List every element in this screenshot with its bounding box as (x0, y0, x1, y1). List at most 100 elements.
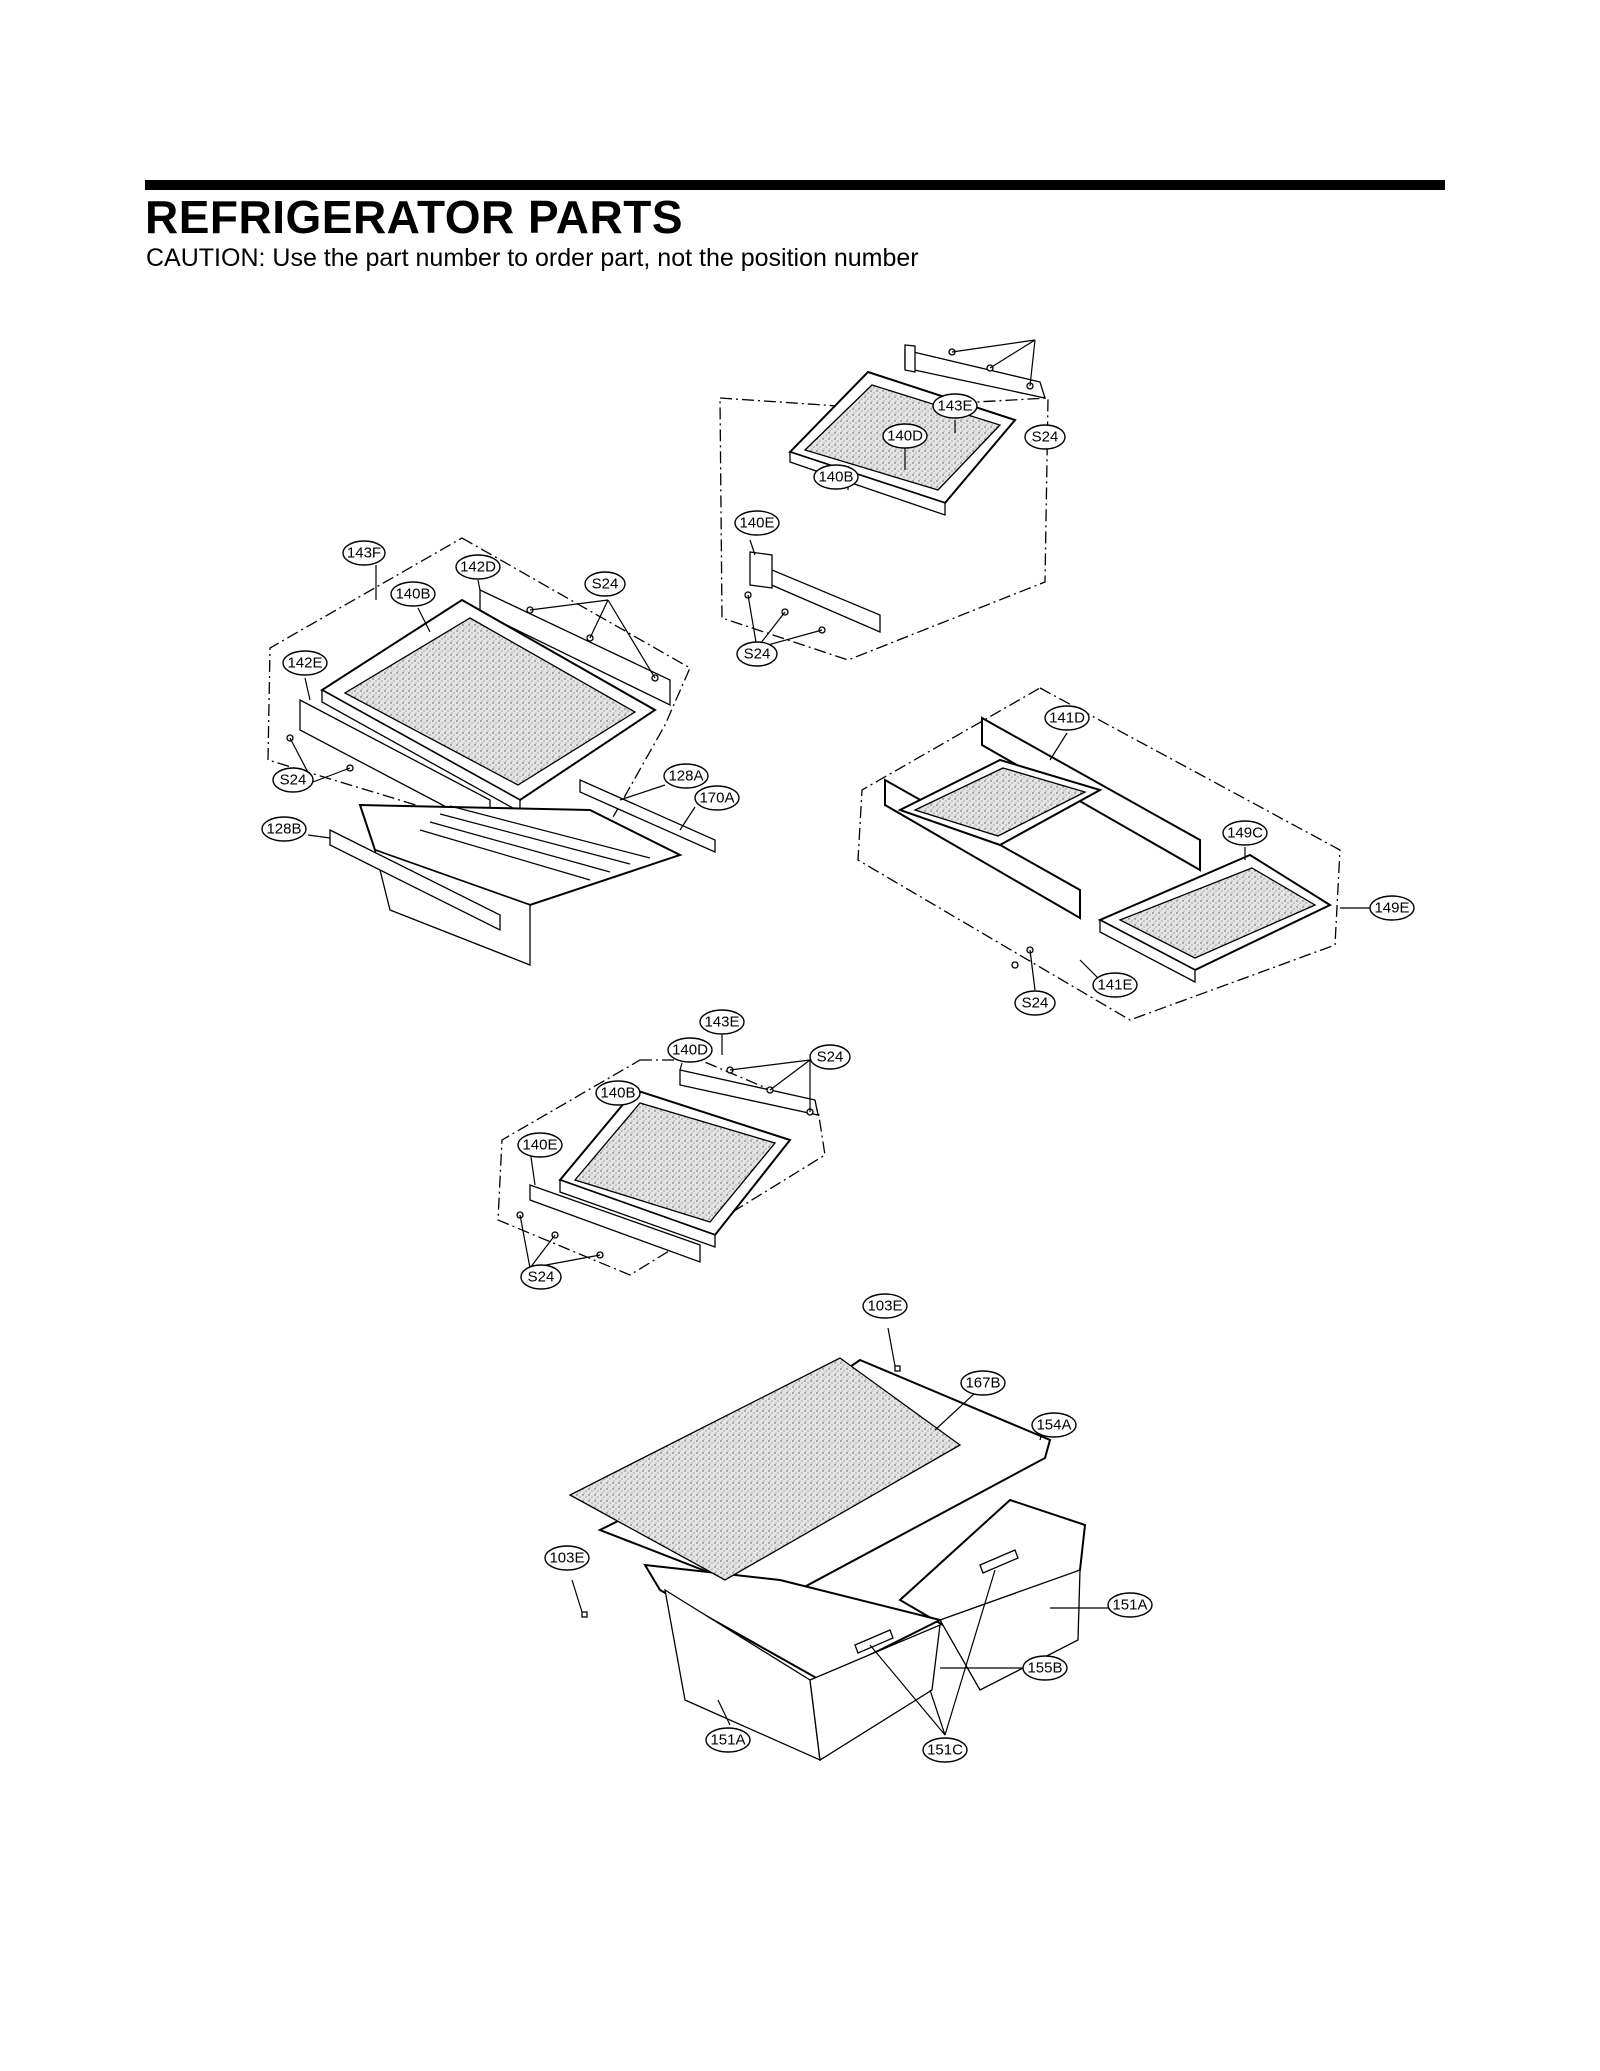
shelf-rail-140D (679, 1069, 819, 1116)
callout-label: 140D (887, 428, 923, 445)
callout-label: 140E (739, 515, 774, 532)
callout-140B: 140B (390, 581, 436, 607)
callout-140D: 140D (667, 1037, 713, 1063)
shelf-glass-140B (573, 1102, 777, 1223)
callout-label: 128B (266, 821, 301, 838)
callout-103E: 103E (544, 1545, 590, 1571)
callout-label: S24 (1032, 429, 1059, 446)
callout-label: S24 (744, 646, 771, 663)
shelf-assembly-149E (857, 687, 1370, 1021)
slide-rail-128A (579, 778, 716, 854)
callout-label: 140B (818, 469, 853, 486)
callout-143E: 143E (932, 393, 978, 419)
callout-label: 149C (1227, 825, 1263, 842)
callout-label: S24 (1022, 995, 1049, 1012)
callout-140E: 140E (734, 510, 780, 536)
shelf-assembly-143F (267, 537, 716, 966)
shelf-rail-140E (529, 1184, 701, 1263)
shelf-rail-142D (479, 588, 671, 707)
callout-151C: 151C (922, 1737, 968, 1763)
callout-S24: S24 (809, 1044, 851, 1070)
callout-label: 128A (668, 768, 703, 785)
callout-label: S24 (528, 1269, 555, 1286)
caution-note: CAUTION: Use the part number to order pa… (146, 244, 919, 272)
callout-142E: 142E (282, 650, 328, 676)
callout-149C: 149C (1222, 820, 1268, 846)
shelf-assembly-143E-upper (719, 339, 1049, 661)
callout-143F: 143F (342, 540, 386, 566)
callout-167B: 167B (960, 1370, 1006, 1396)
callout-143E: 143E (699, 1009, 745, 1035)
assembly-boundary (267, 537, 691, 859)
screw-103E (894, 1365, 901, 1372)
callout-label: 155B (1027, 1660, 1062, 1677)
callout-140B: 140B (595, 1080, 641, 1106)
callout-label: 142D (460, 559, 496, 576)
callout-151A: 151A (705, 1727, 751, 1753)
callout-label: 154A (1036, 1417, 1071, 1434)
callout-141D: 141D (1044, 705, 1090, 731)
callout-154A: 154A (1031, 1412, 1077, 1438)
callout-151A: 151A (1107, 1592, 1153, 1618)
drawer-latch-151C (979, 1549, 1019, 1574)
crisper-drawer-left-handle (809, 1623, 941, 1762)
bracket (904, 344, 916, 373)
callout-S24: S24 (272, 767, 314, 793)
callout-128B: 128B (261, 816, 307, 842)
callout-label: 151A (1112, 1597, 1147, 1614)
page-title: REFRIGERATOR PARTS (145, 191, 684, 243)
callout-S24: S24 (1024, 424, 1066, 450)
callout-label: 140E (522, 1137, 557, 1154)
callout-label: 103E (867, 1298, 902, 1315)
shelf-glass-140B (343, 617, 637, 786)
callout-170A: 170A (694, 785, 740, 811)
callout-label: 149E (1374, 900, 1409, 917)
title-rule (145, 180, 1445, 190)
callout-label: 141E (1097, 977, 1132, 994)
callout-label: 142E (287, 655, 322, 672)
callout-label: 151C (927, 1742, 963, 1759)
crisper-assembly (568, 1327, 1110, 1762)
callout-140E: 140E (517, 1132, 563, 1158)
callout-label: 143F (347, 545, 381, 562)
crisper-pan (358, 803, 683, 907)
callout-label: 103E (549, 1550, 584, 1567)
bracket (749, 551, 773, 589)
callout-S24: S24 (520, 1264, 562, 1290)
screw (1011, 961, 1019, 969)
callout-label: S24 (280, 772, 307, 789)
callout-141E: 141E (1092, 972, 1138, 998)
callout-S24: S24 (584, 571, 626, 597)
shelf-front-trim (1099, 918, 1196, 984)
callout-label: S24 (817, 1049, 844, 1066)
callout-128A: 128A (663, 763, 709, 789)
drawer-latch-151C (854, 1629, 894, 1654)
callout-140D: 140D (882, 423, 928, 449)
callout-S24: S24 (1014, 990, 1056, 1016)
callout-label: 140D (672, 1042, 708, 1059)
callout-103E: 103E (862, 1293, 908, 1319)
screw-103E (581, 1611, 588, 1618)
callout-label: 143E (704, 1014, 739, 1031)
crisper-cover-glass (568, 1357, 962, 1581)
callout-155B: 155B (1022, 1655, 1068, 1681)
callout-label: 151A (710, 1732, 745, 1749)
callout-label: 170A (699, 790, 734, 807)
callout-S24: S24 (736, 641, 778, 667)
callout-label: 167B (965, 1375, 1000, 1392)
callout-label: 140B (600, 1085, 635, 1102)
shelf-front-trim (559, 1179, 716, 1248)
shelf-glass-rear (913, 767, 1087, 837)
callout-label: 141D (1049, 710, 1085, 727)
callout-149E: 149E (1369, 895, 1415, 921)
crisper-drawer-right-front (939, 1569, 1081, 1691)
callout-label: 140B (395, 586, 430, 603)
callout-label: 143E (937, 398, 972, 415)
shelf-glass-149C (1118, 867, 1317, 959)
callout-140B: 140B (813, 464, 859, 490)
callout-142D: 142D (455, 554, 501, 580)
assembly-boundary (857, 687, 1341, 1021)
slide-rail-128B (329, 828, 501, 932)
callout-label: S24 (592, 576, 619, 593)
